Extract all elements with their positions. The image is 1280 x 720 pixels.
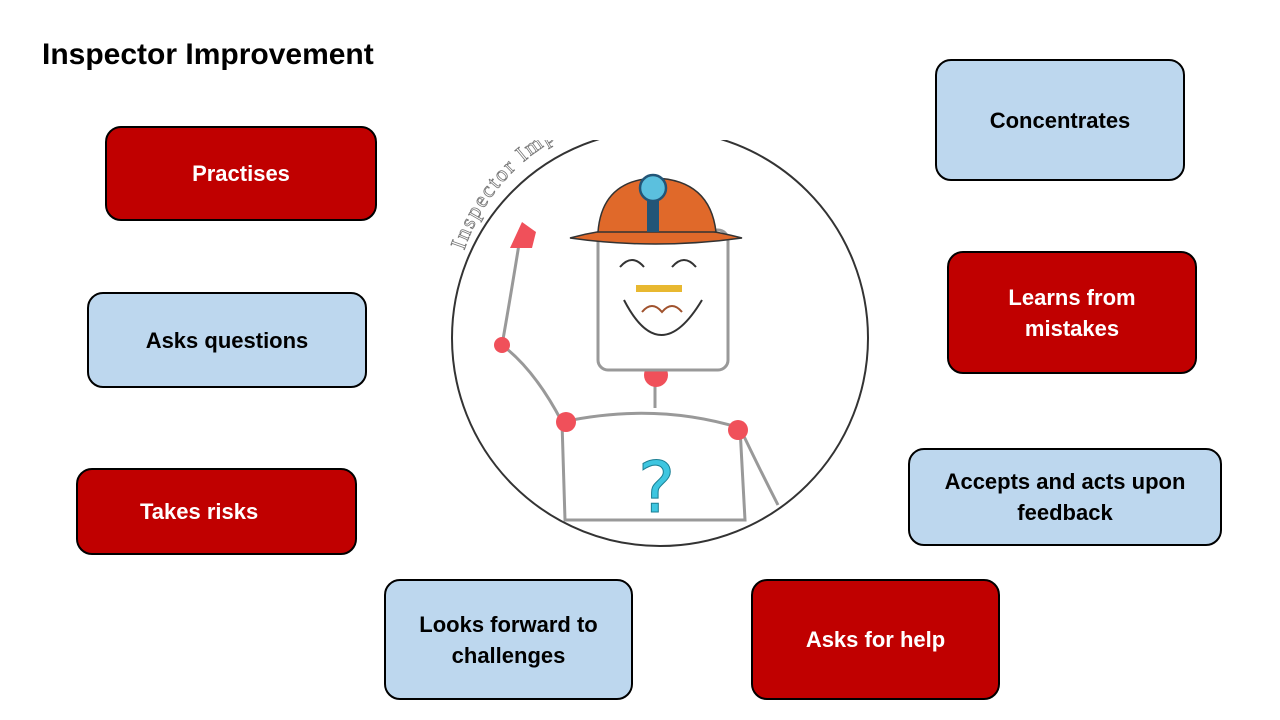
box-looks-forward: Looks forward to challenges bbox=[384, 579, 633, 700]
box-learns-from-mistakes: Learns from mistakes bbox=[947, 251, 1197, 374]
box-accepts-feedback: Accepts and acts upon feedback bbox=[908, 448, 1222, 546]
box-asks-questions: Asks questions bbox=[87, 292, 367, 388]
box-takes-risks: Takes risks bbox=[76, 468, 357, 555]
joint-shoulder-right bbox=[728, 420, 748, 440]
lamp-strap bbox=[647, 200, 659, 232]
hand bbox=[510, 222, 536, 248]
smile bbox=[623, 299, 703, 336]
head bbox=[596, 228, 730, 372]
frame-circle bbox=[451, 140, 869, 547]
mustache bbox=[641, 305, 683, 314]
inspector-illustration: Inspector Improvement! ? bbox=[445, 140, 869, 547]
mustache-bar bbox=[636, 285, 682, 292]
box-practises: Practises bbox=[105, 126, 377, 221]
page-title: Inspector Improvement bbox=[42, 38, 374, 71]
box-asks-for-help: Asks for help bbox=[751, 579, 1000, 700]
lamp-icon bbox=[638, 173, 668, 203]
joint-shoulder-left bbox=[556, 412, 576, 432]
question-icon: ? bbox=[638, 447, 675, 529]
eye-left bbox=[619, 259, 645, 268]
eye-right bbox=[671, 259, 697, 268]
box-concentrates: Concentrates bbox=[935, 59, 1185, 181]
joint-elbow bbox=[494, 337, 510, 353]
